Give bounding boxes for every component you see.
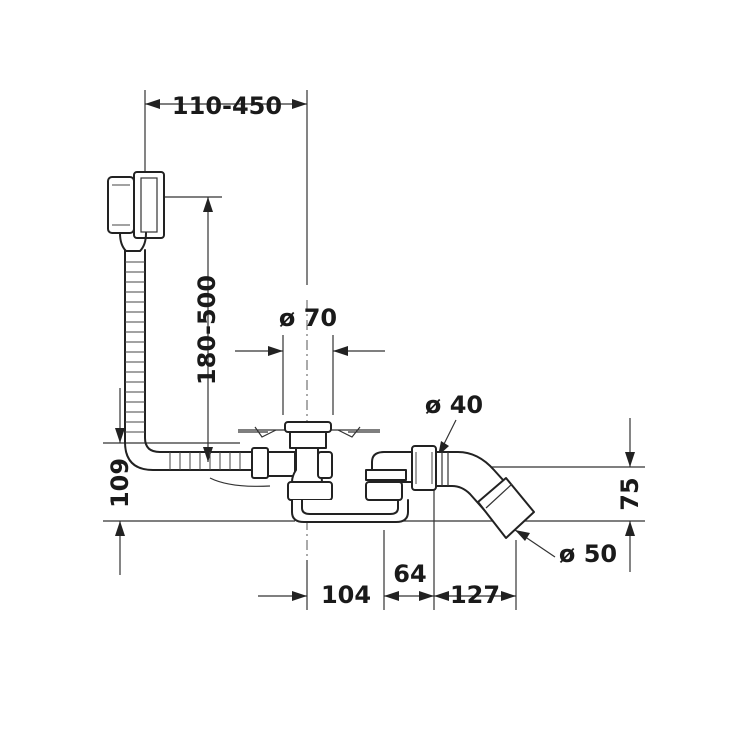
- overflow-head: [107, 171, 165, 252]
- dim-overflow-reach: 110-450: [172, 92, 282, 120]
- trap: [291, 445, 437, 523]
- dim-overflow-height: 180-500: [193, 275, 221, 385]
- dimension-lines: [103, 90, 645, 610]
- dim-height-75: 75: [616, 477, 644, 510]
- dim-distance-64: 64: [393, 560, 426, 588]
- dim-outlet-diameter: ø 50: [559, 540, 617, 568]
- waste-plug: [238, 421, 380, 501]
- dim-trap-outlet-diameter: ø 40: [425, 391, 483, 419]
- dim-height-109: 109: [106, 458, 134, 508]
- dim-distance-104: 104: [321, 581, 371, 609]
- dim-waste-diameter: ø 70: [279, 304, 337, 332]
- dimension-labels: 110-450 180-500 ø 70 ø 40 ø 50 109 75 10…: [106, 92, 644, 609]
- outlet-elbow: [435, 451, 535, 539]
- overflow-hose: [124, 249, 296, 487]
- dim-distance-127: 127: [450, 581, 500, 609]
